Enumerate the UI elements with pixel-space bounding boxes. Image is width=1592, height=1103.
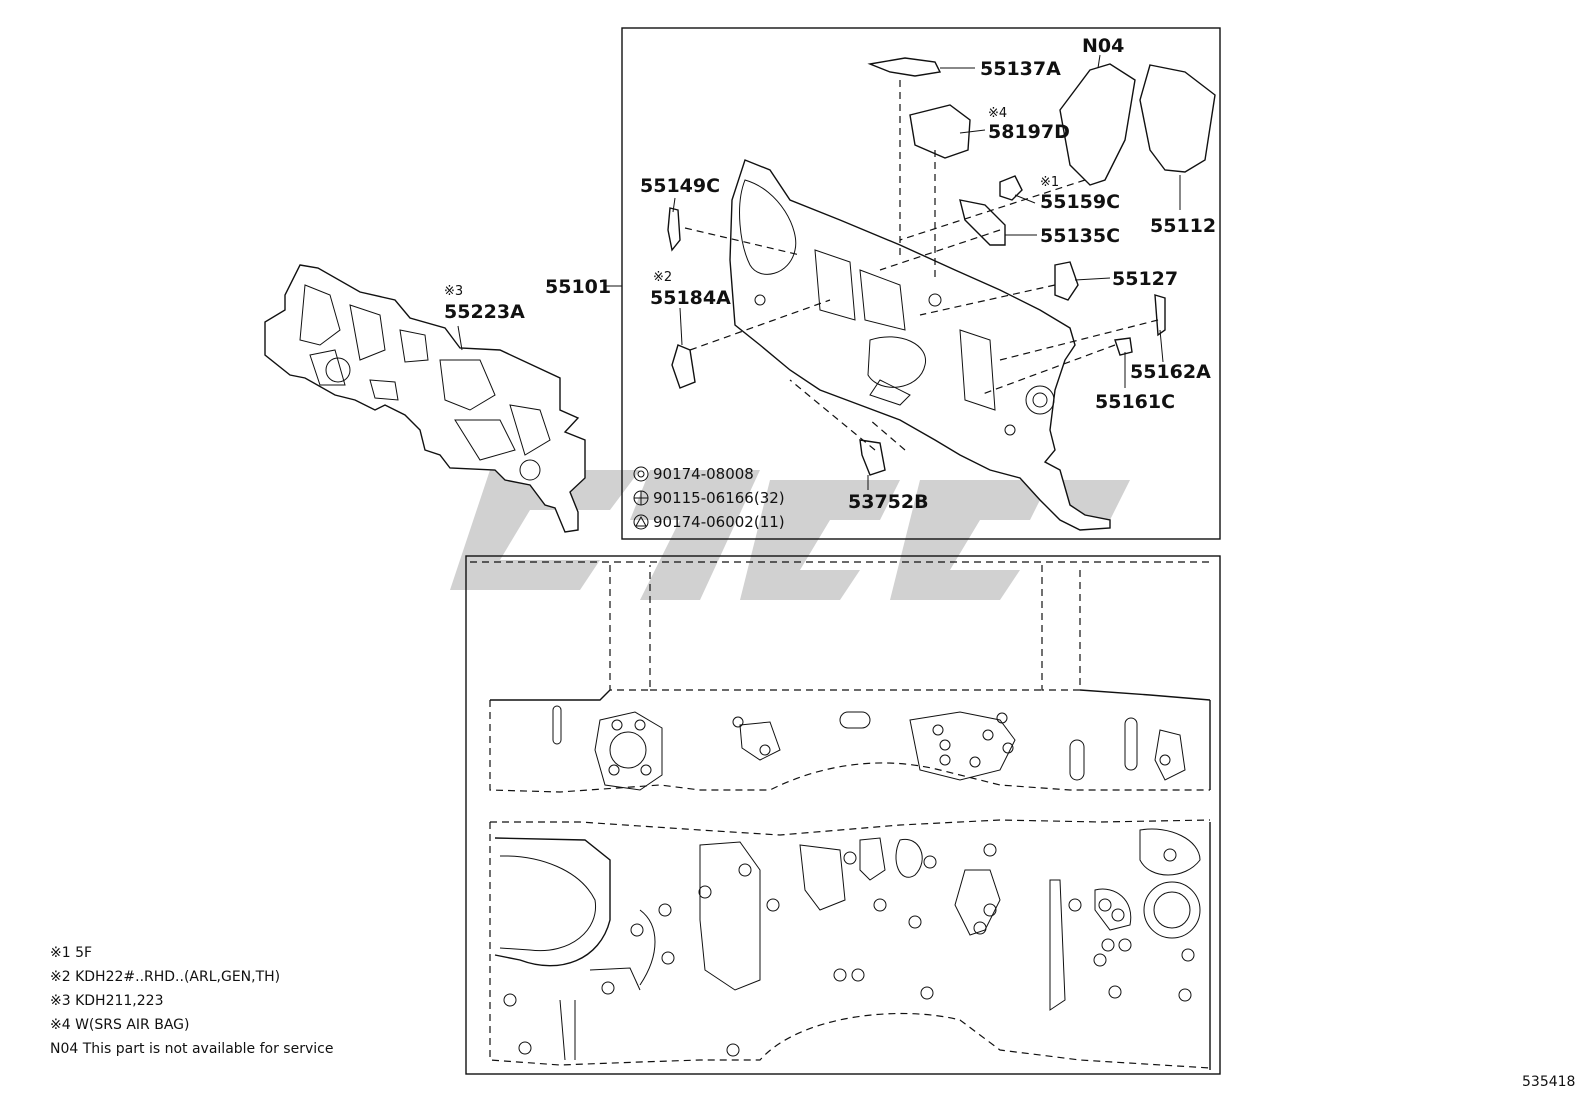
label-55137A: 55137A <box>980 58 1061 80</box>
part-55127-shape <box>1054 261 1079 301</box>
label-55184A: 55184A <box>650 287 731 309</box>
part-N04-shape <box>1059 63 1136 186</box>
dash-front-fasteners <box>503 843 1195 1057</box>
part-55184A-shape <box>671 344 696 389</box>
note-5: N04 This part is not available for servi… <box>50 1041 333 1057</box>
label-55161C: 55161C <box>1095 391 1175 413</box>
cowl-fasteners <box>608 712 1171 776</box>
figure-id: 535418 <box>1522 1074 1575 1090</box>
label-55159C: 55159C <box>1040 191 1120 213</box>
dash-insulator-drawing <box>264 264 586 533</box>
part-53752B-shape <box>859 439 886 476</box>
lower-view-box <box>465 555 1221 1075</box>
cowl-band-drawing <box>470 561 1211 793</box>
dash-panel-drawing <box>729 159 1111 531</box>
part-55161C-shape <box>1114 337 1133 356</box>
label-N04: N04 <box>1082 35 1124 57</box>
label-53752B: 53752B <box>848 491 929 513</box>
label-55162A: 55162A <box>1130 361 1211 383</box>
fastener-text-1: 90174-08008 <box>653 465 754 483</box>
double-circle-icon <box>633 466 649 482</box>
part-55112-shape <box>1139 64 1216 173</box>
mark-58197D: ※4 <box>988 106 1007 121</box>
fastener-text-2: 90115-06166(32) <box>653 489 785 507</box>
mark-55159C: ※1 <box>1040 175 1059 190</box>
triangle-circle-icon <box>633 514 649 530</box>
watermark-logo <box>450 470 1130 600</box>
small-parts-drawings <box>667 57 1216 476</box>
leader-lines <box>457 54 1181 490</box>
part-55149C-shape <box>667 207 681 252</box>
mark-55184A: ※2 <box>653 270 672 285</box>
label-55223A: 55223A <box>444 301 525 323</box>
note-1: ※1 5F <box>50 945 92 961</box>
part-55162A-shape <box>1154 294 1166 337</box>
fastener-legend: 90174-08008 90115-06166(32) 90174-06002(… <box>633 465 785 531</box>
cross-circle-icon <box>633 490 649 506</box>
part-55135C-shape <box>959 199 1006 246</box>
label-55149C: 55149C <box>640 175 720 197</box>
assembly-dashed-lines <box>684 80 1159 451</box>
note-3: ※3 KDH211,223 <box>50 993 163 1009</box>
dash-front-view-drawing <box>489 819 1211 1070</box>
label-55112: 55112 <box>1150 215 1216 237</box>
label-55135C: 55135C <box>1040 225 1120 247</box>
mark-55223A: ※3 <box>444 284 463 299</box>
part-55137A-shape <box>867 57 942 77</box>
label-55127: 55127 <box>1112 268 1178 290</box>
note-2: ※2 KDH22#..RHD..(ARL,GEN,TH) <box>50 969 280 985</box>
fastener-text-3: 90174-06002(11) <box>653 513 785 531</box>
note-4: ※4 W(SRS AIR BAG) <box>50 1017 189 1033</box>
part-55159C-shape <box>999 175 1023 201</box>
label-58197D: 58197D <box>988 121 1070 143</box>
footnotes: ※1 5F ※2 KDH22#..RHD..(ARL,GEN,TH) ※3 KD… <box>50 945 333 1057</box>
label-box-55101: 55101 <box>545 276 611 298</box>
upper-detail-box <box>621 27 1221 540</box>
part-58197D-shape <box>909 104 971 159</box>
part-labels: 55137A ※4 58197D N04 55112 ※1 55159C 551… <box>444 35 1216 513</box>
